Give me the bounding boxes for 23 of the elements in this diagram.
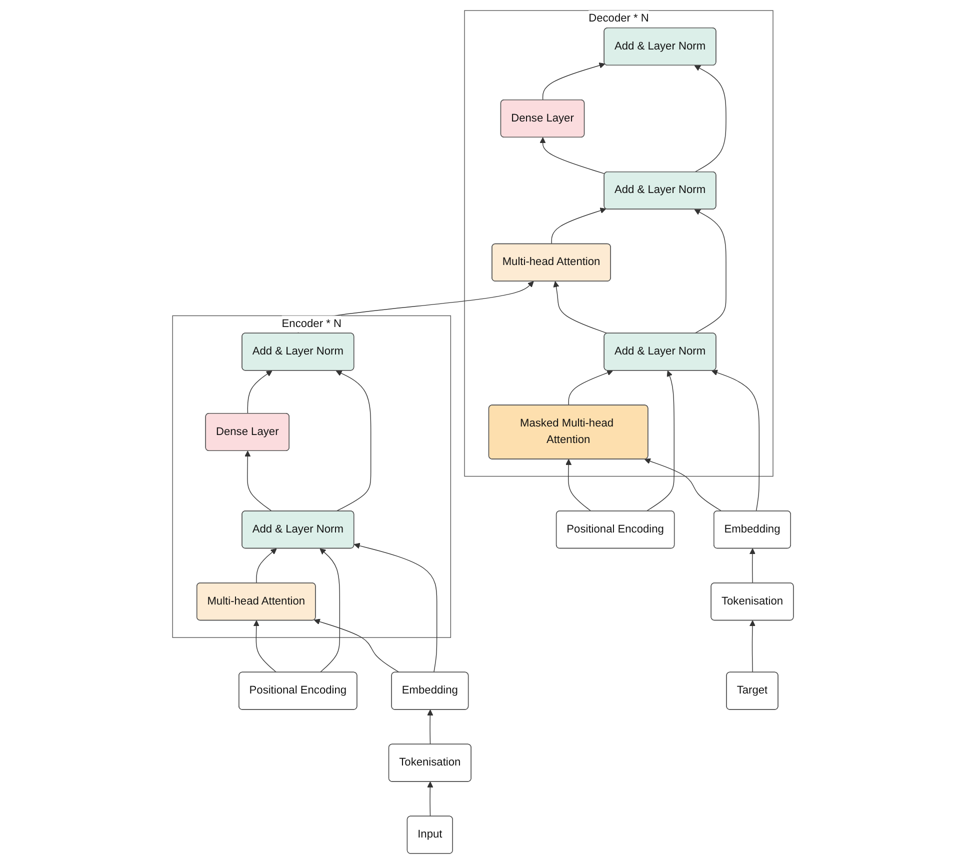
arrow — [749, 548, 756, 584]
arrow — [566, 459, 592, 512]
arrow — [644, 458, 722, 512]
arrow — [568, 370, 614, 406]
arrow — [247, 370, 272, 414]
arrow — [542, 62, 606, 100]
arrow — [314, 618, 400, 673]
arrow — [749, 620, 756, 673]
arrow — [320, 548, 340, 673]
arrow — [694, 65, 726, 172]
arrow — [336, 370, 372, 512]
arrow — [244, 450, 272, 512]
arrow — [427, 710, 434, 745]
arrow — [712, 370, 760, 512]
arrow — [427, 782, 434, 817]
arrow — [540, 137, 606, 174]
arrow — [553, 281, 608, 334]
arrow — [354, 542, 438, 673]
arrow — [256, 548, 277, 584]
arrow — [646, 370, 674, 512]
arrow — [551, 208, 606, 244]
arrow — [694, 209, 726, 334]
arrow — [253, 620, 277, 673]
